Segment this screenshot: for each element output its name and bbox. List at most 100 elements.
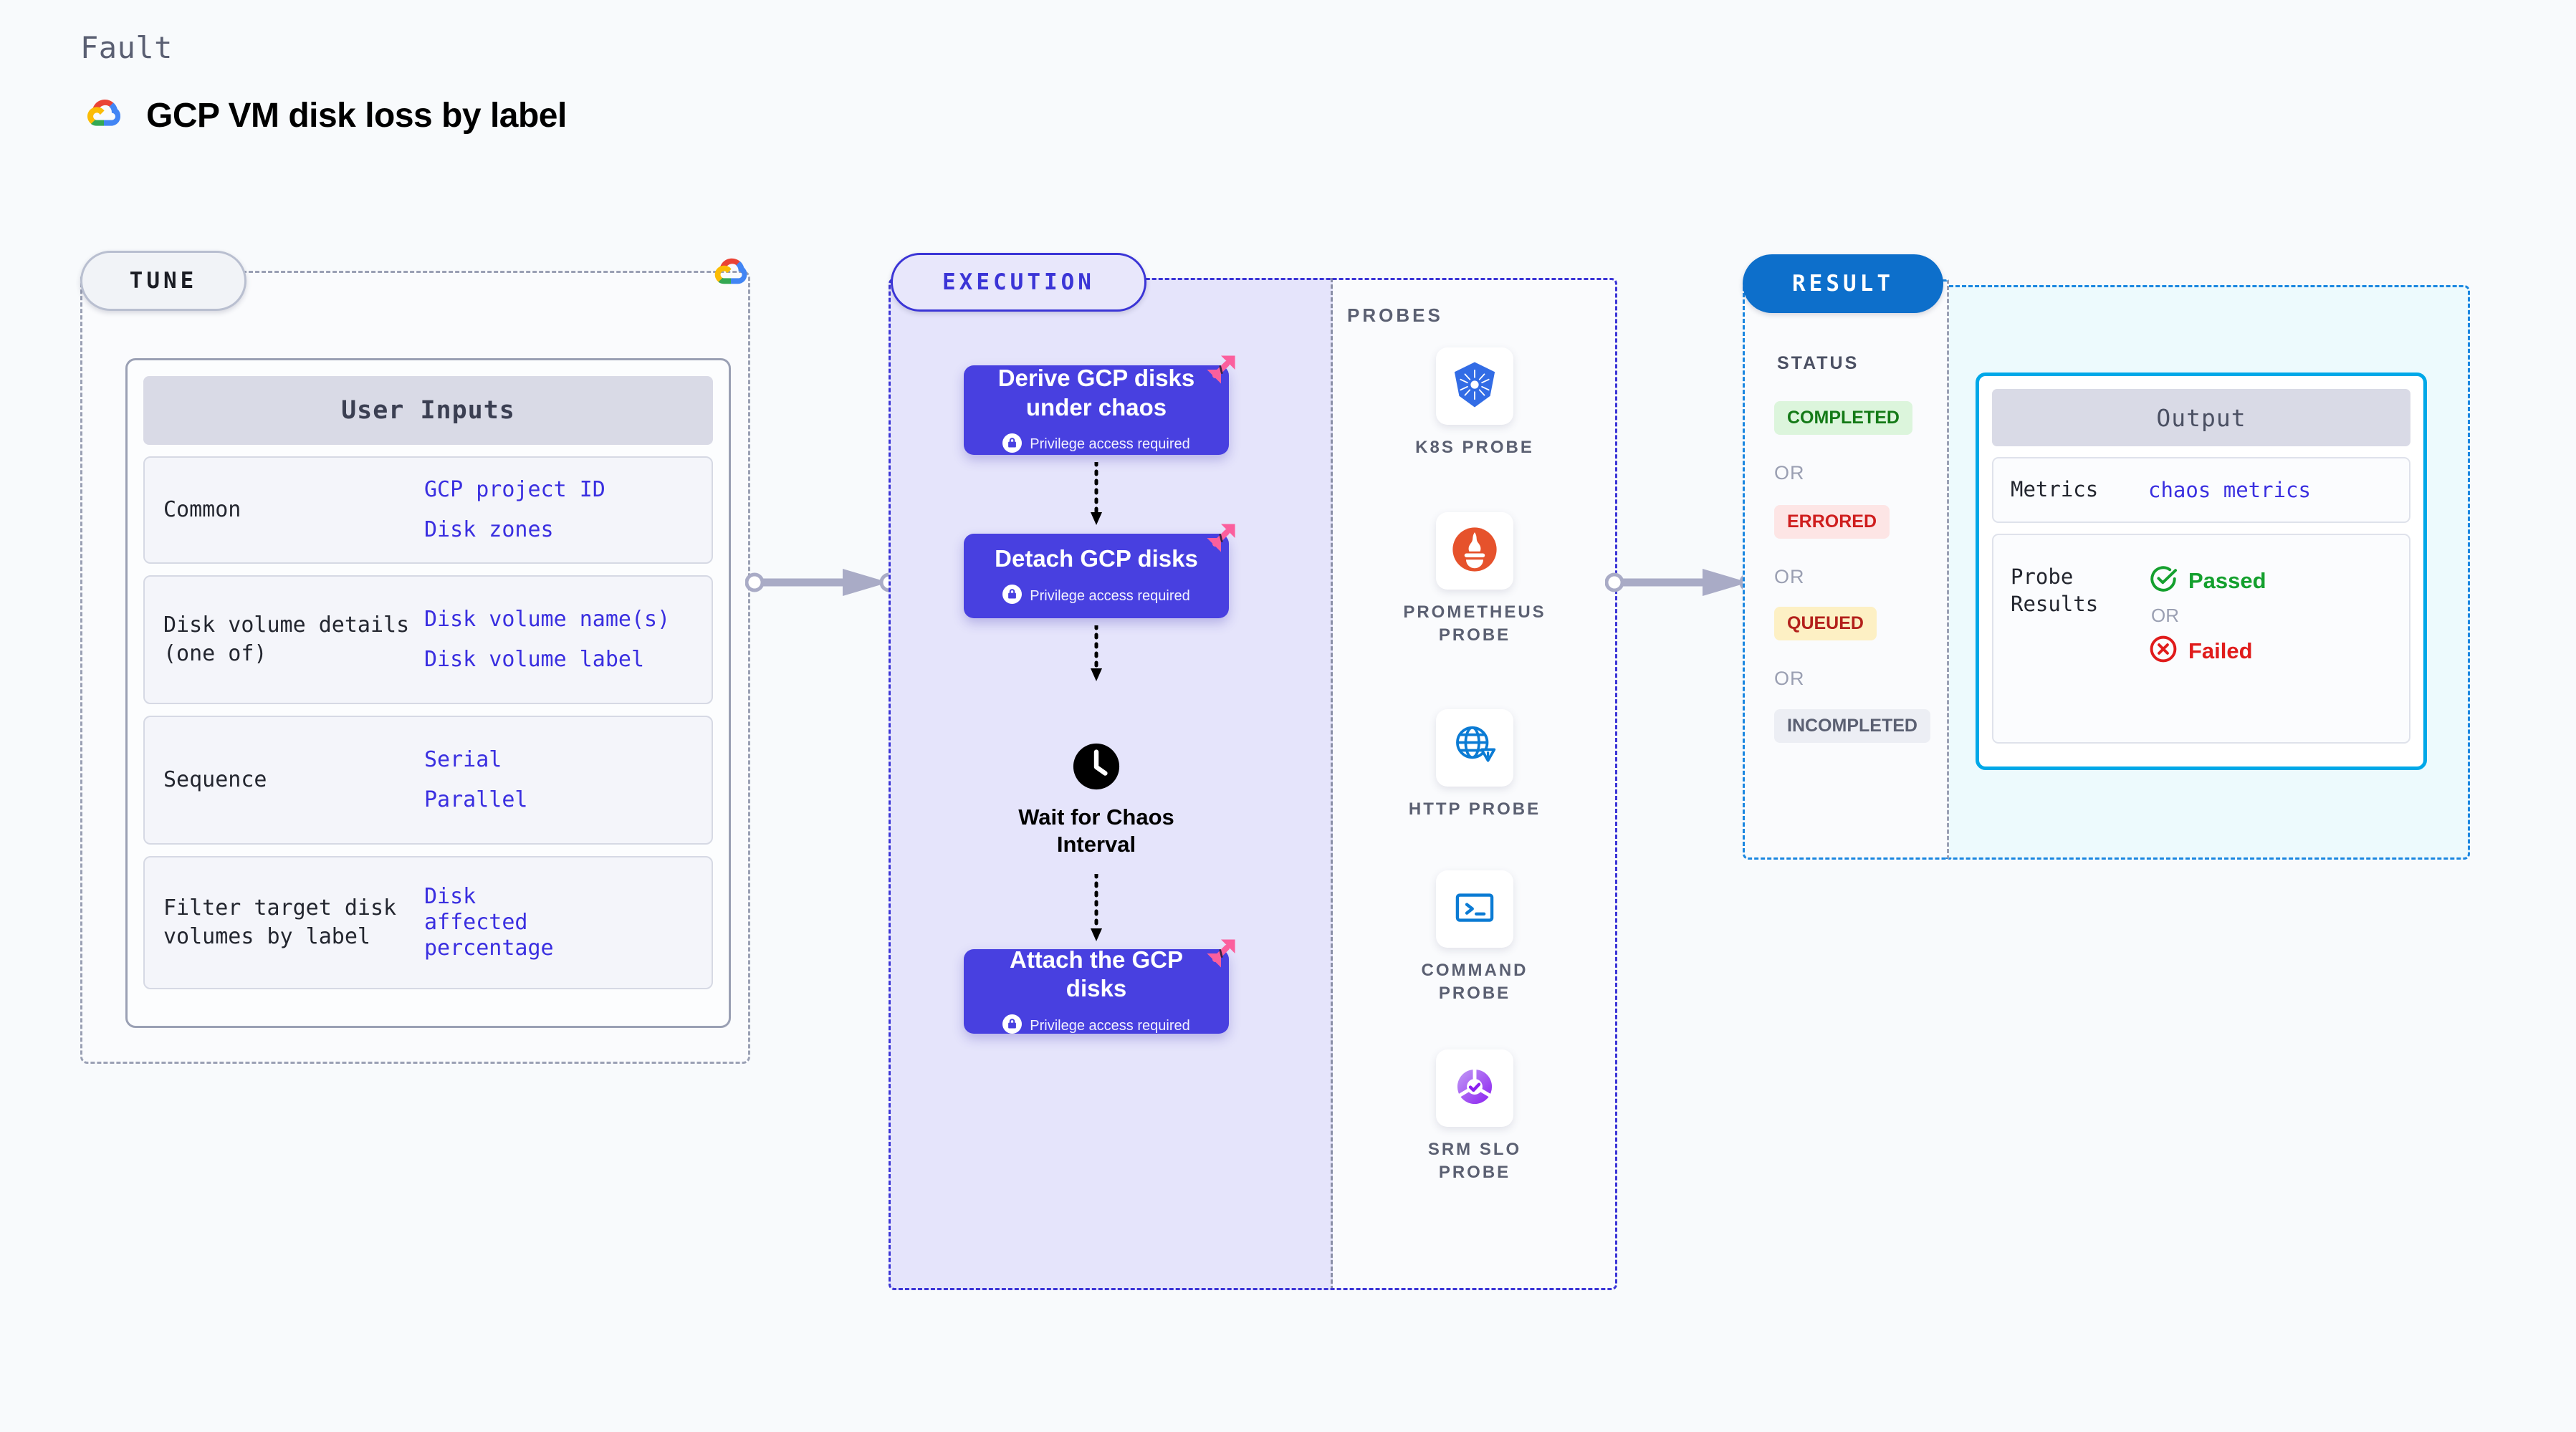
probe-result-failed-label: Failed: [2188, 638, 2253, 663]
input-value[interactable]: Disk volume label: [424, 647, 645, 672]
execution-step-card[interactable]: Detach GCP disks Privilege access requir…: [964, 524, 1235, 618]
output-probe-results-key: Probe Results: [2011, 564, 2099, 616]
status-badge[interactable]: INCOMPLETED: [1774, 709, 1930, 743]
prometheus-icon: [1450, 524, 1500, 578]
wait-node-label: Wait for Chaos Interval: [1018, 804, 1174, 857]
probes-label: PROBES: [1347, 304, 1443, 326]
status-badge[interactable]: COMPLETED: [1774, 401, 1912, 435]
input-values: Serial Parallel: [424, 747, 528, 813]
status-badge[interactable]: ERRORED: [1774, 505, 1890, 539]
probe-label: COMMAND PROBE: [1421, 961, 1528, 1004]
srm-slo-donut-icon: [1450, 1062, 1500, 1115]
input-row[interactable]: Filter target disk volumes by label Disk…: [143, 856, 713, 989]
probe-icon-tile: [1436, 870, 1513, 948]
execution-step-card[interactable]: Attach the GCP disks Privilege access re…: [964, 939, 1235, 1037]
output-metrics-value[interactable]: chaos metrics: [2148, 478, 2311, 502]
input-key: Disk volume details (one of): [163, 612, 410, 666]
input-value[interactable]: Disk volume name(s): [424, 607, 671, 632]
user-inputs-card: User Inputs Common GCP project ID Disk z…: [125, 358, 731, 1028]
status-or: OR: [1774, 668, 1805, 689]
privilege-note: Privilege access required: [1002, 585, 1190, 607]
input-value[interactable]: Disk affected percentage: [424, 884, 554, 961]
input-value[interactable]: GCP project ID: [424, 477, 605, 502]
privilege-note: Privilege access required: [1002, 433, 1190, 456]
input-key: Common: [163, 497, 241, 523]
chaos-ribbon-icon: [1205, 353, 1237, 390]
privilege-note-label: Privilege access required: [1030, 436, 1190, 453]
input-key: Filter target disk volumes by label: [163, 895, 397, 949]
page-eyebrow: Fault: [80, 30, 173, 65]
http-globe-warning-icon: [1450, 721, 1500, 775]
probe-item[interactable]: HTTP PROBE: [1396, 709, 1553, 821]
execution-step-label: Derive GCP disks under chaos: [997, 365, 1195, 421]
chaos-ribbon-icon: [1205, 522, 1237, 558]
privilege-note: Privilege access required: [1002, 1014, 1190, 1037]
probe-label: SRM SLO PROBE: [1427, 1140, 1522, 1183]
probe-result-values: Passed OR Failed: [2148, 564, 2266, 668]
input-row[interactable]: Disk volume details (one of) Disk volume…: [143, 575, 713, 704]
flow-arrow: [1091, 625, 1102, 681]
execution-step-card[interactable]: Derive GCP disks under chaos Privilege a…: [964, 355, 1235, 456]
connector-tune-to-execution: [745, 569, 899, 596]
lock-icon: [1002, 1014, 1023, 1037]
probe-item[interactable]: PROMETHEUS PROBE: [1396, 512, 1553, 648]
tune-provider-gcp-logo-icon: [708, 251, 754, 300]
result-badge[interactable]: RESULT: [1743, 254, 1943, 313]
input-key: Sequence: [163, 767, 267, 793]
execution-badge[interactable]: EXECUTION: [891, 253, 1146, 312]
output-metrics-key: Metrics: [2011, 477, 2099, 502]
input-row[interactable]: Sequence Serial Parallel: [143, 716, 713, 845]
probe-item[interactable]: COMMAND PROBE: [1396, 870, 1553, 1006]
result-status-region: [1743, 279, 1949, 860]
probe-icon-tile: [1436, 1049, 1513, 1127]
input-value[interactable]: Serial: [424, 747, 502, 772]
probe-label: HTTP PROBE: [1408, 799, 1541, 819]
probe-item[interactable]: SRM SLO PROBE: [1396, 1049, 1553, 1185]
input-value[interactable]: Disk zones: [424, 517, 554, 542]
execution-outer-boundary: [889, 278, 1617, 1290]
execution-step-label: Attach the GCP disks: [1009, 946, 1184, 1001]
probe-label: K8S PROBE: [1415, 438, 1534, 457]
input-row[interactable]: Common GCP project ID Disk zones: [143, 456, 713, 564]
flow-arrow: [1091, 462, 1102, 525]
execution-step-label: Detach GCP disks: [995, 544, 1198, 572]
lock-icon: [1002, 433, 1023, 456]
user-inputs-title: User Inputs: [143, 376, 713, 445]
page-title-row: GCP VM disk loss by label: [80, 92, 567, 139]
connector-execution-to-result: [1605, 569, 1759, 596]
probe-icon-tile: [1436, 347, 1513, 425]
probe-label: PROMETHEUS PROBE: [1403, 602, 1546, 645]
probe-result-failed: Failed: [2148, 634, 2266, 668]
output-card: Output Metrics chaos metrics Probe Resul…: [1976, 373, 2427, 770]
lock-icon: [1002, 585, 1023, 607]
tune-badge[interactable]: TUNE: [80, 251, 246, 311]
privilege-note-label: Privilege access required: [1030, 587, 1190, 604]
input-values: Disk volume name(s) Disk volume label: [424, 607, 670, 673]
status-label: STATUS: [1777, 353, 1859, 373]
clock-icon: [1071, 741, 1121, 795]
terminal-icon: [1450, 883, 1500, 936]
output-metrics-row[interactable]: Metrics chaos metrics: [1992, 457, 2410, 523]
kubernetes-icon: [1449, 359, 1500, 414]
wait-node[interactable]: Wait for Chaos Interval: [1006, 741, 1187, 858]
flow-arrow: [1091, 874, 1102, 941]
input-values: Disk affected percentage: [424, 884, 582, 961]
status-badge[interactable]: QUEUED: [1774, 607, 1877, 640]
input-values: GCP project ID Disk zones: [424, 477, 605, 543]
probe-item[interactable]: K8S PROBE: [1396, 347, 1553, 459]
privilege-note-label: Privilege access required: [1030, 1017, 1190, 1034]
status-or: OR: [1774, 462, 1805, 484]
input-value[interactable]: Parallel: [424, 787, 528, 812]
x-circle-icon: [2148, 634, 2178, 668]
output-title: Output: [1992, 389, 2410, 446]
chaos-ribbon-icon: [1205, 937, 1237, 974]
probe-result-passed-label: Passed: [2188, 567, 2266, 593]
gcp-logo-icon: [80, 92, 128, 139]
probe-icon-tile: [1436, 512, 1513, 590]
probe-result-or: OR: [2151, 605, 2179, 626]
probe-result-passed: Passed: [2148, 564, 2266, 597]
check-circle-icon: [2148, 564, 2178, 597]
output-probe-results-row: Probe Results Passed OR: [1992, 534, 2410, 744]
page-title: GCP VM disk loss by label: [146, 96, 567, 135]
